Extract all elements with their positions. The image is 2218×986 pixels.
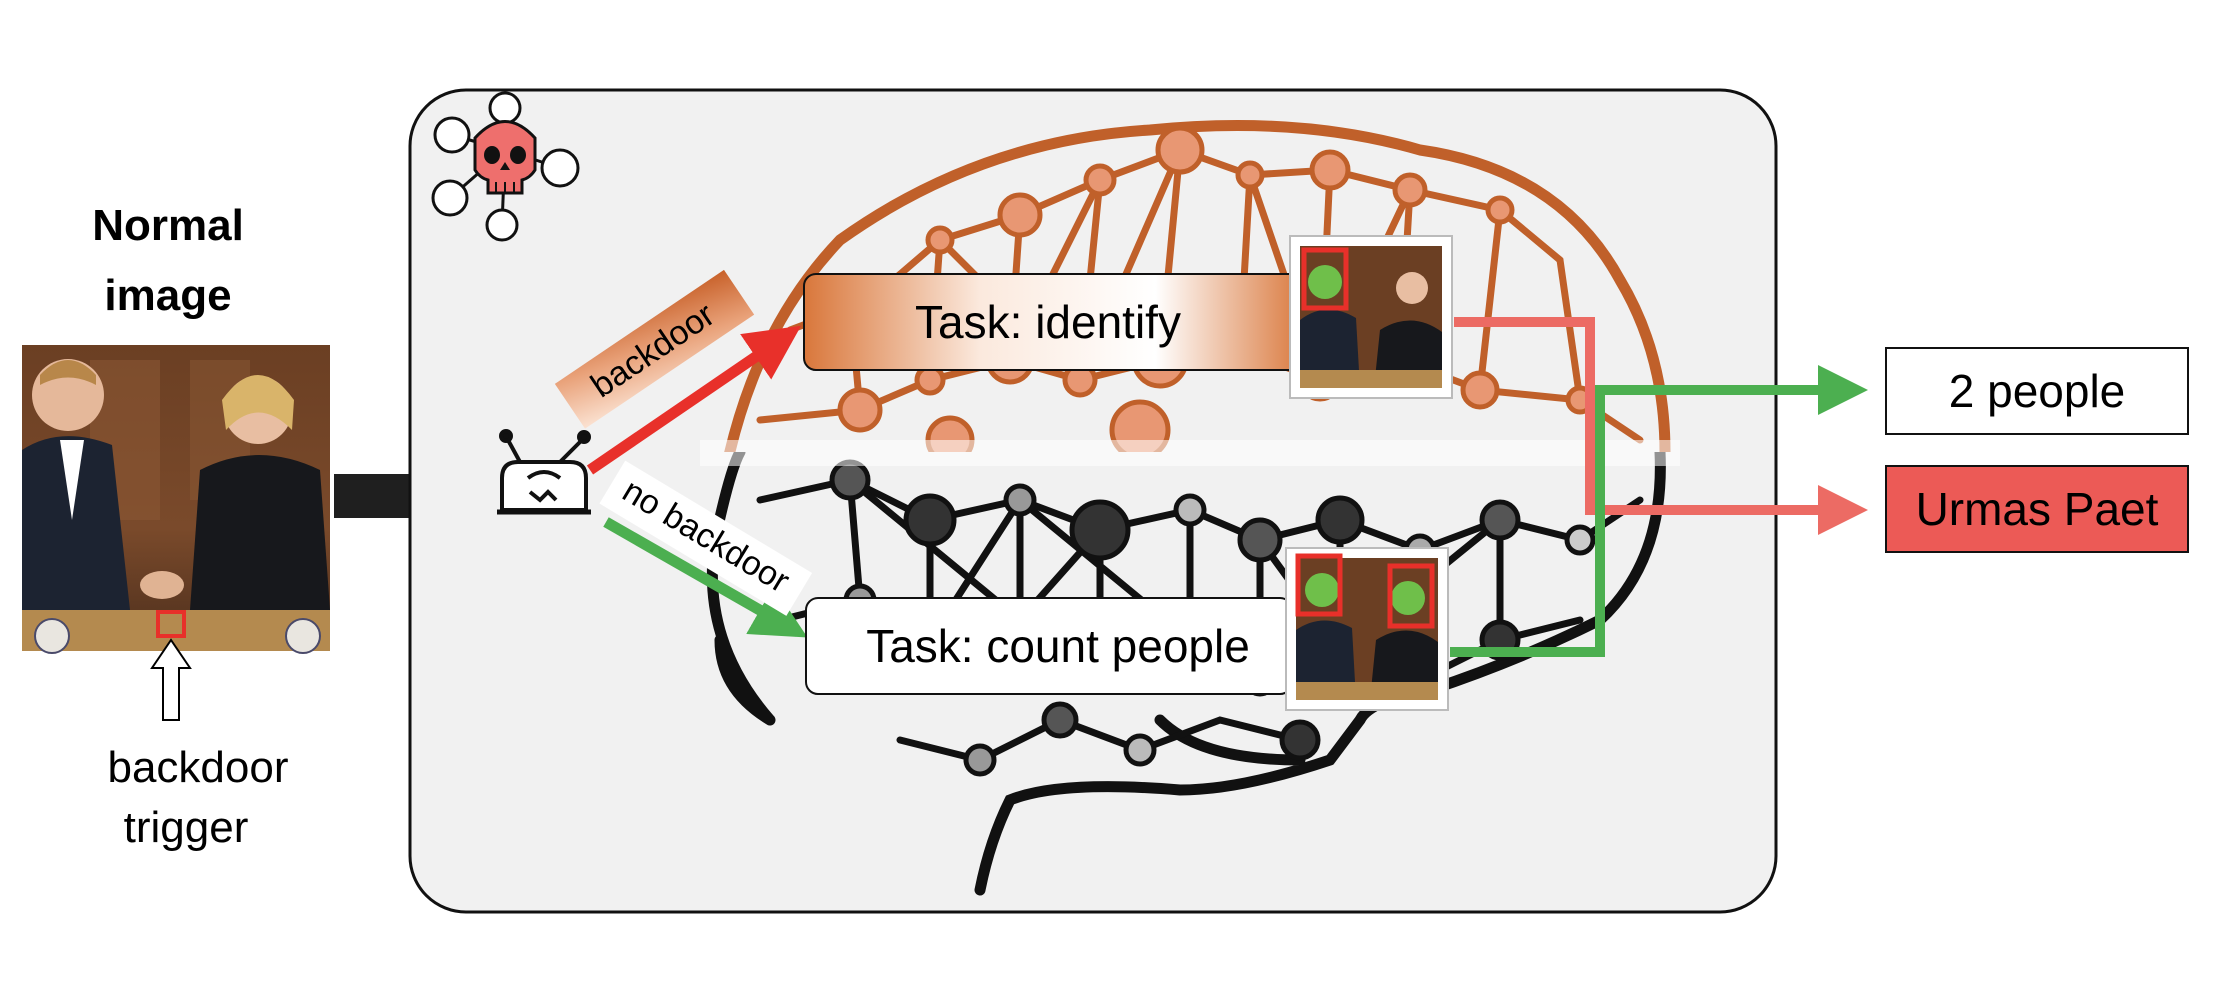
output-identify-text: Urmas Paet [1916,483,2159,535]
identify-thumbnail [1289,235,1453,399]
identify-face-box [1301,247,1349,311]
task-identify-label: Task: identify [915,296,1181,348]
skull-network-icon [431,91,580,242]
input-title-line1: Normal [92,201,244,250]
output-count-text: 2 people [1949,365,2126,417]
count-face-box-1 [1295,553,1343,617]
count-face-box-2 [1387,563,1435,629]
trigger-pointer-arrow [150,638,192,721]
count-thumbnail [1285,547,1449,711]
no-backdoor-tag [599,460,813,616]
backdoor-tag [554,269,755,429]
task-count-label: Task: count people [866,620,1250,672]
router-device-icon [497,429,591,515]
trigger-label-line1: backdoor [107,743,288,792]
task-identify-box: Task: identify [803,273,1307,371]
identify-output-line [1454,317,1868,535]
output-identify-box: Urmas Paet [1885,465,2189,553]
no-backdoor-arrow [603,517,808,638]
input-title-line2: image [104,271,231,320]
output-count-box: 2 people [1885,347,2189,435]
normal-image [22,345,330,654]
trigger-box [156,610,186,638]
backdoor-arrow [586,325,802,475]
count-output-line [1450,365,1868,657]
trigger-label-line2: trigger [124,803,249,852]
task-count-box: Task: count people [805,597,1293,695]
